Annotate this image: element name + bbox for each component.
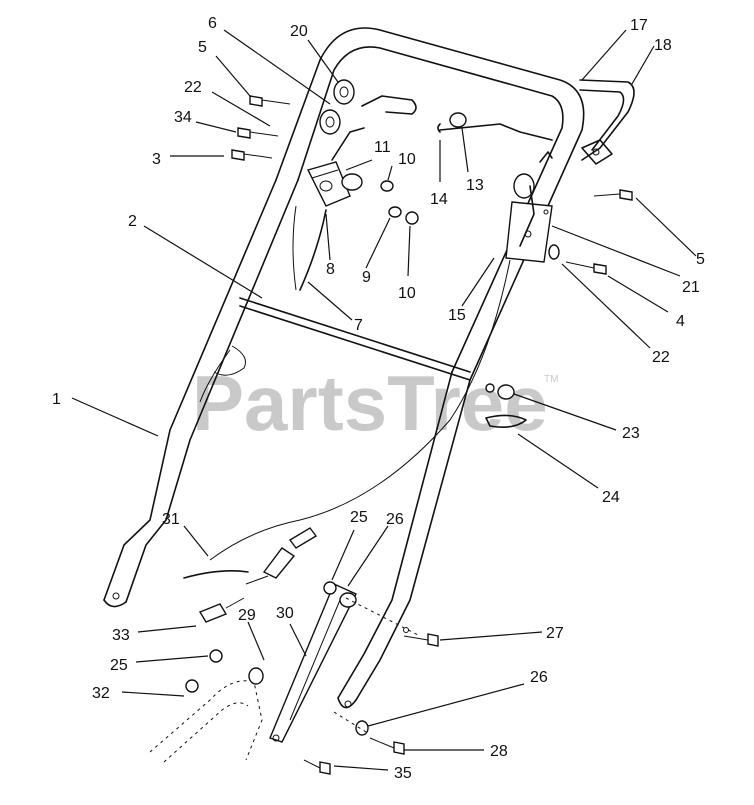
callout-6: 6 (208, 15, 217, 32)
lower-bolts (303, 597, 439, 775)
callout-1: 1 (52, 391, 61, 408)
callout-14: 14 (430, 191, 448, 208)
u-bracket (361, 95, 553, 163)
leader-lines (71, 29, 697, 771)
callout-30: 30 (276, 605, 294, 622)
callout-21: 21 (682, 279, 700, 296)
callout-33: 33 (112, 627, 130, 644)
callout-2: 2 (128, 213, 137, 230)
callout-5: 5 (198, 39, 207, 56)
nuts-washers (380, 180, 419, 225)
callout-22: 22 (184, 79, 202, 96)
callout-13: 13 (466, 177, 484, 194)
callout-26-lower: 26 (530, 669, 548, 686)
callout-22-right: 22 (652, 349, 670, 366)
callout-29: 29 (238, 607, 256, 624)
callout-34: 34 (174, 109, 192, 126)
lever-arm (269, 581, 357, 743)
knob-clip (485, 383, 527, 428)
callout-23: 23 (622, 425, 640, 442)
upper-handle (103, 27, 585, 709)
callout-24: 24 (602, 489, 620, 506)
callout-5-right: 5 (696, 251, 705, 268)
callout-32: 32 (92, 685, 110, 702)
callout-9: 9 (362, 269, 371, 286)
callout-31: 31 (162, 511, 180, 528)
watermark-trademark: TM (544, 374, 558, 385)
cables (199, 205, 511, 561)
callout-11: 11 (374, 139, 391, 156)
control-lever (579, 79, 635, 165)
switch-bracket (299, 127, 365, 291)
callout-25-lower: 25 (110, 657, 128, 674)
cable-bracket (505, 173, 553, 263)
handle-bracket-left (319, 79, 355, 135)
callout-labels: 6 20 5 22 34 3 11 10 14 13 17 18 2 8 9 1… (52, 15, 705, 782)
cable-end (183, 527, 318, 623)
callout-26: 26 (386, 511, 404, 528)
callout-3: 3 (152, 151, 161, 168)
callout-25: 25 (350, 509, 368, 526)
callout-7: 7 (354, 317, 363, 334)
callout-20: 20 (290, 23, 308, 40)
callout-8: 8 (326, 261, 335, 278)
cross-rod (239, 297, 471, 381)
watermark-text: PartsTree (192, 359, 548, 447)
callout-35: 35 (394, 765, 412, 782)
callout-10-lower: 10 (398, 285, 416, 302)
callout-15: 15 (448, 307, 466, 324)
callout-27: 27 (546, 625, 564, 642)
callout-17: 17 (630, 17, 648, 34)
callout-28: 28 (490, 743, 508, 760)
callout-4: 4 (676, 313, 685, 330)
bolts (231, 95, 633, 275)
deck-bracket (149, 649, 264, 763)
callout-10: 10 (398, 151, 416, 168)
callout-18: 18 (654, 37, 672, 54)
